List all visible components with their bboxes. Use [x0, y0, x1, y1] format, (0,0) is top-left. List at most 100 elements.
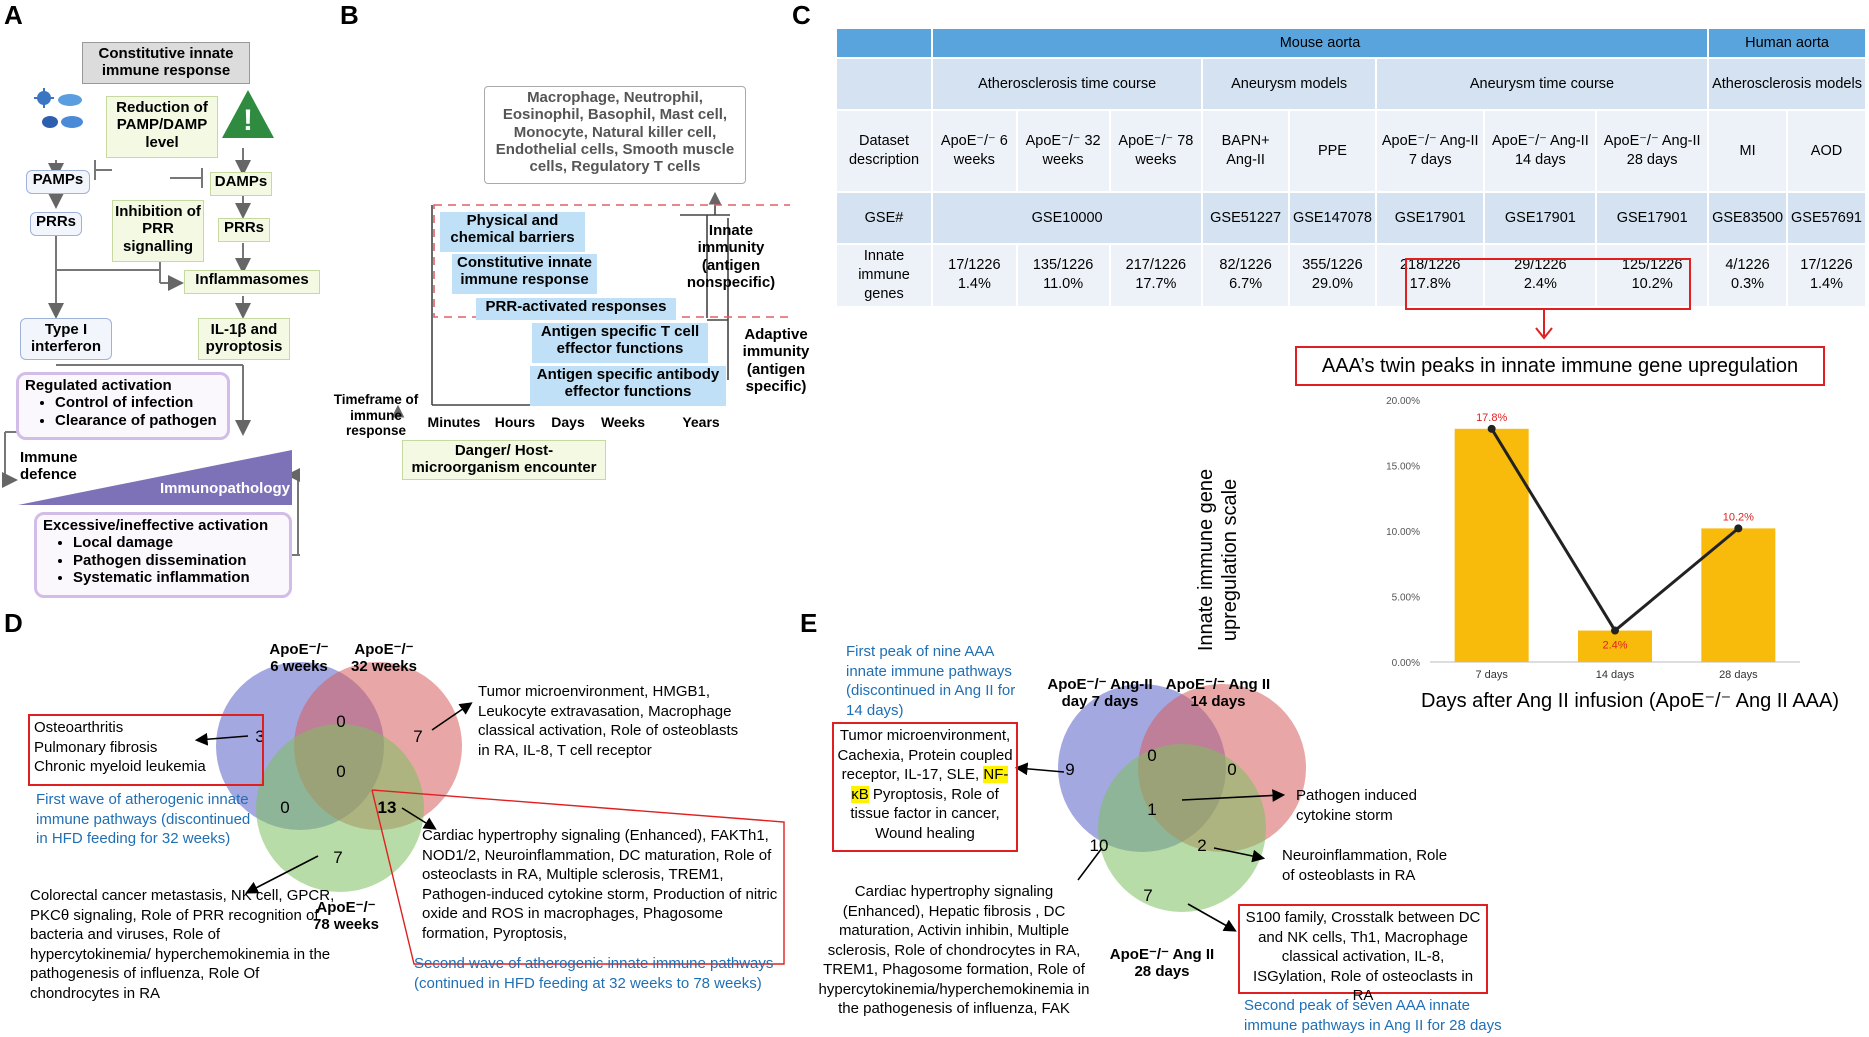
- e-left-box: Tumor microenvironment, Cachexia, Protei…: [832, 722, 1018, 852]
- d-left-item: Chronic myeloid leukemia: [34, 758, 206, 775]
- innate-pct: 6.7%: [1229, 276, 1263, 293]
- prr-activated-box: PRR-activated responses: [476, 298, 676, 320]
- gse-cell: GSE17901: [1595, 191, 1710, 245]
- venn-label-c: ApoE⁻/⁻ 78 weeks: [313, 899, 379, 934]
- venn-e-label-b: ApoE⁻/⁻ Ang II 14 days: [1165, 676, 1271, 711]
- regulated-activation-box: Regulated activation Control of infectio…: [16, 372, 230, 440]
- innate-count: 355/1226: [1302, 257, 1363, 274]
- venn-count: 0: [280, 798, 290, 817]
- immunopathology-label: Immunopathology: [160, 480, 290, 497]
- innate-pct: 29.0%: [1311, 276, 1353, 293]
- dataset-cell: MI: [1707, 109, 1789, 193]
- excessive-item: Systematic inflammation: [73, 569, 283, 586]
- innate-count: 17/1226: [948, 257, 1001, 274]
- innate-pct: 2.4%: [1523, 276, 1557, 293]
- mouse-aorta-header: Mouse aorta: [930, 27, 1710, 59]
- cells-list-box: Macrophage, Neutrophil, Eosinophil, Baso…: [484, 86, 746, 184]
- reduction-pamp-damp-box: Reduction of PAMP/DAMP level: [106, 96, 218, 158]
- immune-defence-label: Immune defence: [20, 449, 78, 484]
- bar-value-label: 17.8%: [1476, 412, 1507, 424]
- dataset-table: Mouse aorta Human aorta Atherosclerosis …: [835, 27, 1867, 308]
- trend-point: [1487, 424, 1496, 433]
- constitutive-innate-response-box: Constitutive innate immune response: [82, 42, 250, 84]
- tick-label: Days: [551, 414, 585, 430]
- innate-immunity-label: Innate immunity (antigen nonspecific): [686, 222, 776, 291]
- innate-cell: 29/1226 2.4%: [1483, 243, 1598, 308]
- bar-value-label: 10.2%: [1723, 511, 1754, 523]
- venn-count: 0: [336, 762, 346, 781]
- panel-label-c: C: [792, 0, 811, 30]
- dataset-cell: ApoE⁻/⁻ 32 weeks: [1015, 109, 1111, 193]
- regulated-title: Regulated activation: [25, 377, 172, 394]
- panel-label-d: D: [4, 608, 23, 638]
- prrs-left-box: PRRs: [30, 212, 82, 236]
- y-tick-label: 15.00%: [1386, 462, 1420, 473]
- bacteria-virus-icon: [34, 88, 83, 128]
- panel-a-connectors: [2, 148, 300, 556]
- e-left-text-2: Pyroptosis, Role of tissue factor in can…: [850, 785, 1000, 842]
- dataset-cell: PPE: [1287, 109, 1377, 193]
- regulated-item: Clearance of pathogen: [55, 412, 221, 429]
- dataset-cell: ApoE⁻/⁻ 6 weeks: [931, 109, 1018, 193]
- gse-cell: GSE17901: [1483, 191, 1598, 245]
- x-tick-label: 14 days: [1596, 669, 1635, 681]
- innate-pct: 11.0%: [1043, 276, 1084, 293]
- innate-pct: 17.8%: [1409, 276, 1451, 293]
- down-arrow-icon: [1535, 308, 1553, 340]
- d-bc-text: Cardiac hypertrophy signaling (Enhanced)…: [422, 827, 778, 942]
- innate-count: 29/1226: [1514, 257, 1567, 274]
- row-label: Dataset description: [835, 109, 933, 193]
- group-header: Atherosclerosis time course: [930, 57, 1204, 111]
- d-first-wave: First wave of atherogenic innate immune …: [36, 791, 251, 847]
- tcell-effector-box: Antigen specific T cell effector functio…: [532, 323, 708, 363]
- innate-pct: 0.3%: [1731, 276, 1765, 293]
- group-header: Aneurysm models: [1201, 57, 1377, 111]
- excessive-item: Local damage: [73, 534, 283, 551]
- chart-title-box: AAA’s twin peaks in innate immune gene u…: [1295, 346, 1825, 386]
- venn-count: 2: [1197, 836, 1207, 855]
- venn-count: 0: [1227, 760, 1237, 779]
- venn-count: 7: [1143, 886, 1153, 905]
- innate-pct: 10.2%: [1631, 276, 1673, 293]
- trend-point: [1611, 626, 1619, 635]
- y-tick-label: 20.00%: [1386, 396, 1420, 407]
- d-left-item: Pulmonary fibrosis: [34, 738, 158, 756]
- y-tick-label: 0.00%: [1392, 658, 1420, 669]
- dataset-cell: AOD: [1786, 109, 1867, 193]
- panel-label-e: E: [800, 608, 818, 638]
- venn-count: 0: [1147, 746, 1157, 765]
- damps-box: DAMPs: [210, 172, 272, 196]
- danger-encounter-box: Danger/ Host-microorganism encounter: [402, 440, 606, 480]
- e-abc-text: Pathogen induced cytokine storm: [1296, 787, 1417, 824]
- constitutive-innate-box: Constitutive innate immune response: [452, 254, 597, 294]
- venn-set-c: [256, 724, 424, 892]
- panel-label-b: B: [340, 0, 359, 30]
- timeframe-label: Timeframe of immune response: [333, 392, 419, 439]
- innate-count: 17/1226: [1800, 257, 1853, 274]
- dataset-cell: ApoE⁻/⁻ Ang-II 14 days: [1483, 109, 1598, 193]
- row-label: GSE#: [835, 191, 933, 245]
- dataset-cell: ApoE⁻/⁻ Ang-II 7 days: [1374, 109, 1486, 193]
- pamps-box: PAMPs: [26, 170, 90, 194]
- tick-label: Minutes: [427, 414, 481, 430]
- venn-count: 7: [333, 848, 343, 867]
- innate-count: 125/1226: [1621, 257, 1683, 274]
- row-label: Innate immune genes: [835, 243, 933, 308]
- gse-cell: GSE17901: [1374, 191, 1486, 245]
- e-first-peak: First peak of nine AAA innate immune pat…: [846, 643, 1016, 719]
- d-left-item: Osteoarthritis: [34, 719, 124, 736]
- venn-count: 7: [413, 727, 423, 746]
- venn-count: 3: [255, 727, 265, 746]
- gse-cell: GSE10000: [930, 191, 1204, 245]
- gse-cell: GSE147078: [1287, 191, 1377, 245]
- type-i-interferon-box: Type I interferon: [20, 318, 112, 360]
- excessive-activation-box: Excessive/ineffective activation Local d…: [34, 512, 292, 598]
- venn-count: 1: [1147, 800, 1157, 819]
- bar: [1578, 630, 1652, 662]
- gse-cell: GSE57691: [1786, 191, 1867, 245]
- venn-count: 10: [1089, 836, 1109, 855]
